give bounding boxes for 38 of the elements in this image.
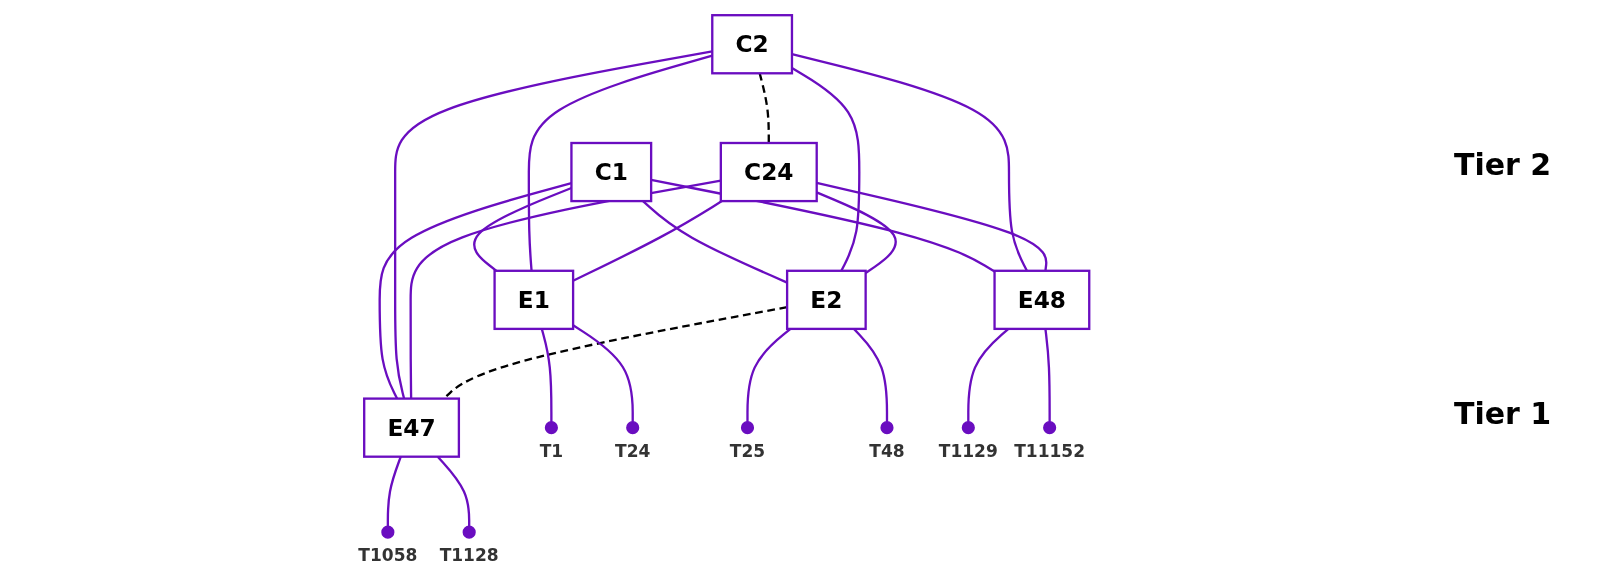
switch-box: C24 xyxy=(719,141,819,203)
link-line xyxy=(386,456,403,527)
link-line xyxy=(527,54,713,271)
link-line xyxy=(651,178,996,273)
terminal-dot xyxy=(626,421,640,435)
terminal-label: T1058 xyxy=(358,545,418,566)
terminal-label: T11152 xyxy=(1014,440,1086,461)
terminal-label: T1129 xyxy=(939,440,999,461)
terminal-dot xyxy=(1043,421,1057,435)
terminal-dot xyxy=(462,525,477,539)
switch-box: E2 xyxy=(786,269,868,331)
terminal-dot xyxy=(962,421,976,435)
link-line xyxy=(1044,328,1052,422)
link-line xyxy=(394,50,713,399)
switch-box: E48 xyxy=(993,269,1091,331)
terminal-label: T1128 xyxy=(439,545,499,566)
terminal-dot xyxy=(741,421,755,435)
terminal-label: T1 xyxy=(539,440,564,461)
link-line xyxy=(409,179,722,399)
switch-box: E47 xyxy=(363,397,461,458)
link-line xyxy=(746,328,792,422)
link-line xyxy=(853,328,889,422)
terminal-label: T48 xyxy=(869,440,905,461)
terminal-dot xyxy=(381,525,395,539)
switch-box: C2 xyxy=(711,14,794,75)
dashed-link xyxy=(758,73,771,143)
terminal-label: T25 xyxy=(730,440,766,461)
link-line xyxy=(541,328,553,422)
tier-label: Tier 1 xyxy=(1454,396,1553,431)
switch-box: C1 xyxy=(570,141,653,203)
link-line xyxy=(816,191,898,274)
terminal-dot xyxy=(880,421,894,435)
tier-label: Tier 2 xyxy=(1454,147,1553,182)
link-line xyxy=(967,328,1010,422)
link-line xyxy=(816,181,1048,271)
terminal-label: T24 xyxy=(615,440,651,461)
terminal-dot xyxy=(545,421,559,435)
switch-box: E1 xyxy=(493,269,575,331)
